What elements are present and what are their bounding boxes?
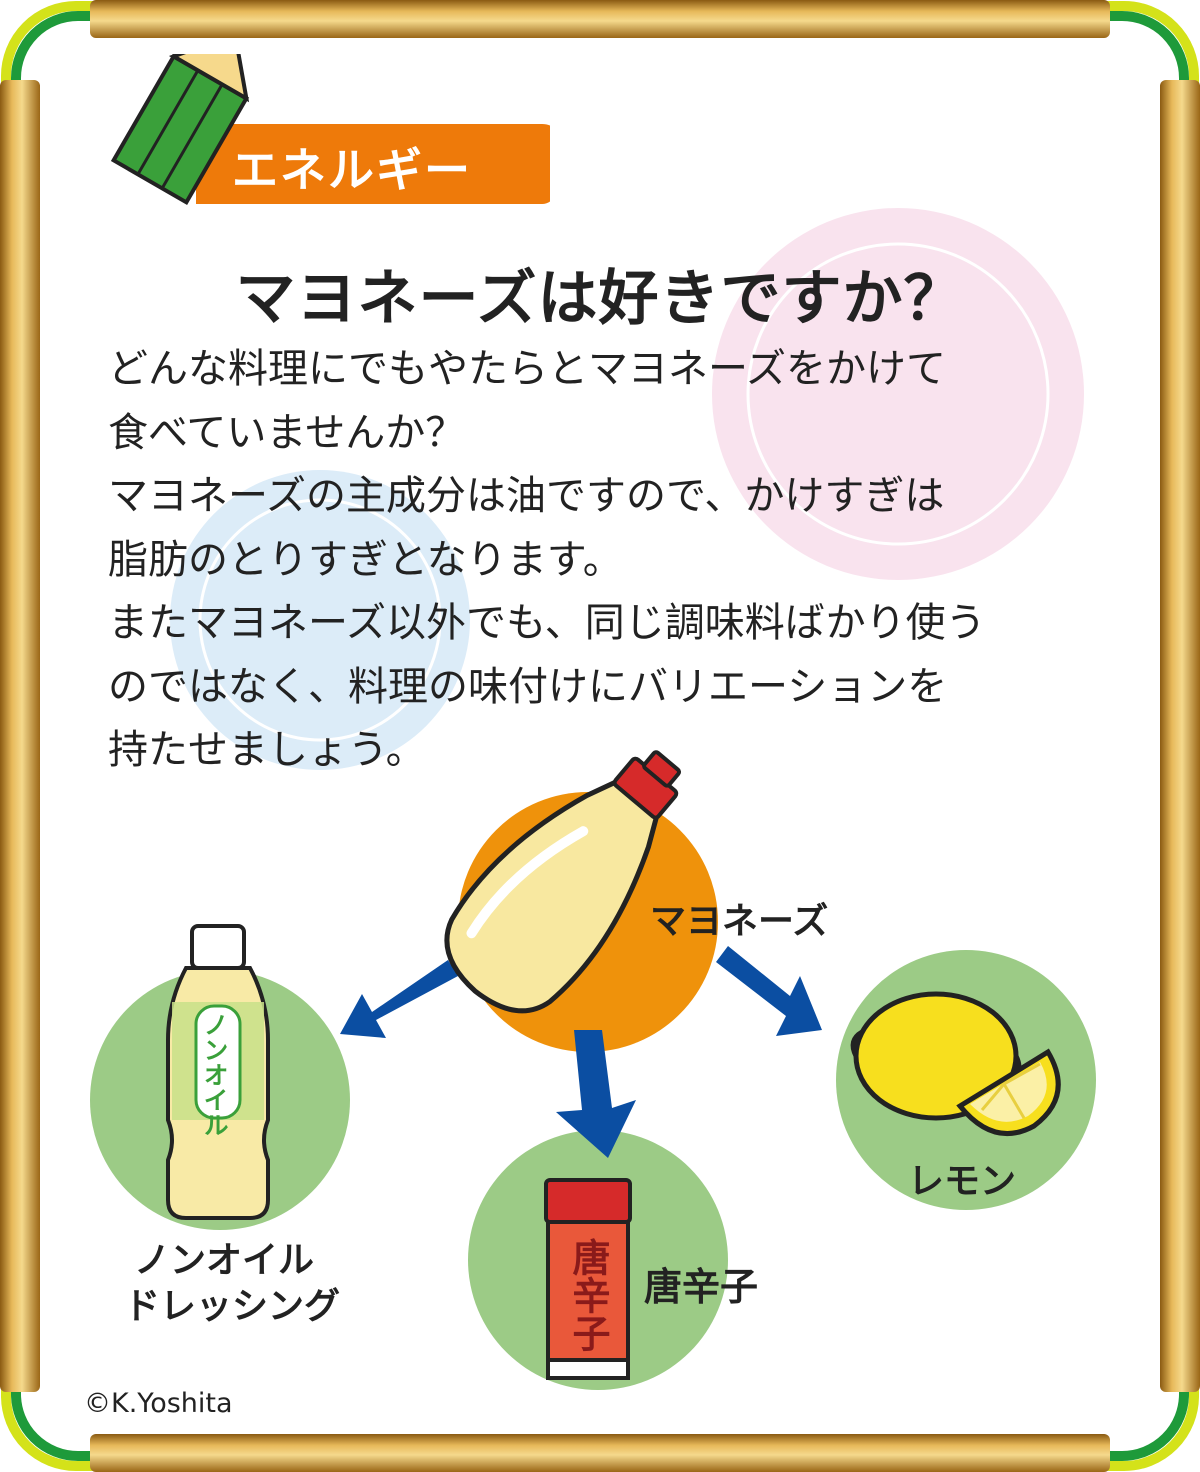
copyright: ©K.Yoshita [84, 1388, 233, 1419]
arrow-left-icon [340, 960, 458, 1038]
body-text: どんな料理にでもやたらとマヨネーズをかけて 食べていませんか？ マヨネーズの主成… [108, 338, 1118, 783]
chili-label: 唐辛子 [644, 1265, 759, 1309]
body-line: マヨネーズの主成分は油ですので、かけすぎは [108, 473, 945, 519]
body-line: またマヨネーズ以外でも、同じ調味料ばかり使う [108, 600, 986, 646]
body-line: のではなく、料理の味付けにバリエーションを [108, 663, 948, 710]
dressing-label-line2: ドレッシング [124, 1286, 341, 1327]
body-line: 食べていませんか？ [108, 409, 466, 456]
dressing-label: ノンオイル ドレッシング [124, 1238, 341, 1330]
lemon-icon [850, 991, 1061, 1136]
chili-bottle-label: 唐辛子 [566, 1238, 610, 1352]
body-line: どんな料理にでもやたらとマヨネーズをかけて [108, 346, 946, 392]
body-line: 持たせましょう。 [108, 727, 426, 773]
dressing-bottle-icon [166, 924, 270, 1220]
category-tag: エネルギー [232, 143, 472, 197]
body-line: 脂肪のとりすぎとなります。 [108, 536, 623, 583]
lemon-label: レモン [908, 1161, 1017, 1202]
mayonnaise-bottle-icon [444, 750, 682, 1014]
page-title: マヨネーズは好きですか？ [235, 264, 965, 334]
mayo-label: マヨネーズ [650, 901, 829, 942]
chili-bottle-icon [544, 1178, 632, 1380]
dressing-label-line1: ノンオイル [133, 1240, 314, 1281]
condiment-diagram [90, 750, 1096, 1390]
arrow-down-icon [556, 1030, 636, 1158]
dressing-bottle-label: ノンオイル [200, 1012, 229, 1137]
arrow-right-icon [716, 946, 822, 1036]
pencil-icon [110, 54, 550, 206]
